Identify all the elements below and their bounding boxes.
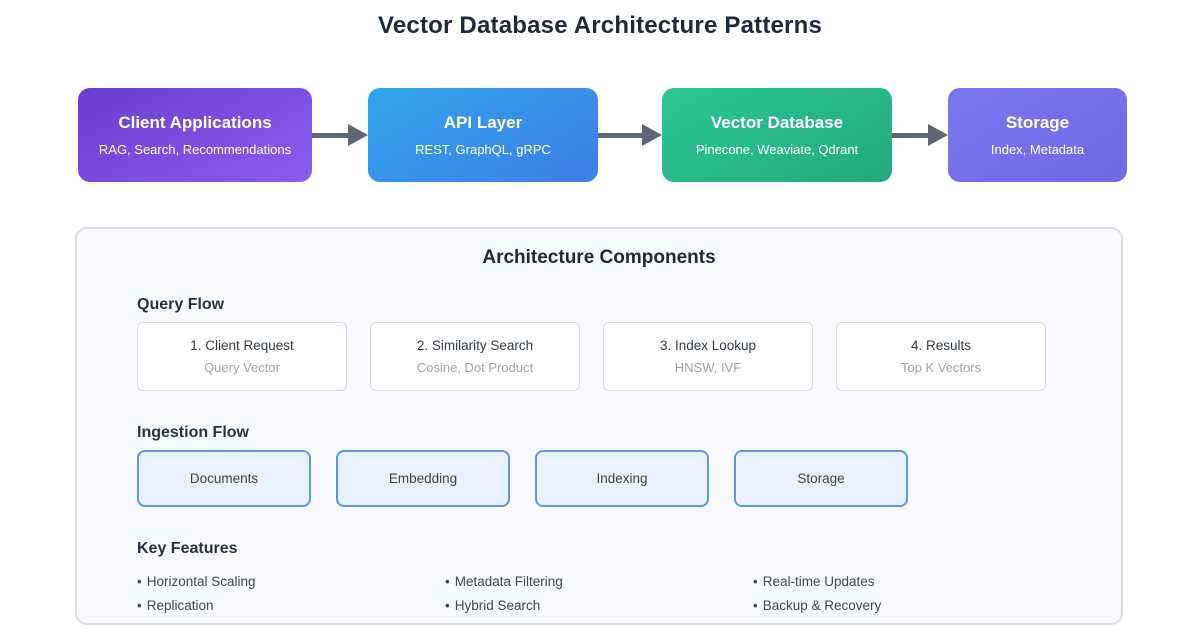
feature-item: • Horizontal Scaling <box>137 570 445 594</box>
ingestion-stage-card: Storage <box>734 450 908 507</box>
architecture-components-panel: Architecture Components Query Flow 1. Cl… <box>75 227 1123 625</box>
ingestion-stage-card: Embedding <box>336 450 510 507</box>
bullet-icon: • <box>445 574 450 589</box>
panel-title: Architecture Components <box>482 247 716 268</box>
flow-node-api-layer: API Layer REST, GraphQL, gRPC <box>368 88 598 182</box>
query-step-title: 2. Similarity Search <box>416 338 534 353</box>
feature-label: Replication <box>146 598 214 613</box>
flow-node-subtitle: REST, GraphQL, gRPC <box>415 142 551 157</box>
flow-node-title: Client Applications <box>118 113 272 132</box>
right-arrow-icon <box>598 124 662 146</box>
query-step-card: 4. Results Top K Vectors <box>836 322 1046 391</box>
query-step-title: 4. Results <box>910 338 972 353</box>
ingestion-stage-card: Indexing <box>535 450 709 507</box>
flow-node-title: Vector Database <box>710 113 844 132</box>
feature-item: • Replication <box>137 594 445 618</box>
feature-label: Horizontal Scaling <box>146 574 256 589</box>
bullet-icon: • <box>753 574 758 589</box>
arrow-shaft <box>598 133 646 138</box>
feature-label: Backup & Recovery <box>762 598 882 613</box>
feature-item: • Metadata Filtering <box>445 570 753 594</box>
query-step-title: 1. Client Request <box>190 338 294 353</box>
key-features-column: • Metadata Filtering • Hybrid Search <box>445 570 753 618</box>
flow-node-subtitle: Pinecone, Weaviate, Qdrant <box>695 142 859 157</box>
feature-item: • Hybrid Search <box>445 594 753 618</box>
page-title: Vector Database Architecture Patterns <box>377 12 823 39</box>
query-step-subtitle: Cosine, Dot Product <box>416 360 534 375</box>
arrow-shaft <box>312 133 352 138</box>
arrow-shaft <box>892 133 932 138</box>
query-flow-row: 1. Client Request Query Vector 2. Simila… <box>137 322 1061 391</box>
ingestion-stage-card: Documents <box>137 450 311 507</box>
flow-node-subtitle: Index, Metadata <box>990 142 1085 157</box>
bullet-icon: • <box>137 598 142 613</box>
right-arrow-icon <box>312 124 368 146</box>
key-features-column: • Horizontal Scaling • Replication <box>137 570 445 618</box>
query-step-card: 2. Similarity Search Cosine, Dot Product <box>370 322 580 391</box>
feature-label: Metadata Filtering <box>454 574 563 589</box>
query-step-card: 1. Client Request Query Vector <box>137 322 347 391</box>
flow-node-storage: Storage Index, Metadata <box>948 88 1127 182</box>
bullet-icon: • <box>753 598 758 613</box>
right-arrow-icon <box>892 124 948 146</box>
feature-item: • Real-time Updates <box>753 570 1061 594</box>
feature-label: Real-time Updates <box>762 574 875 589</box>
key-features-heading: Key Features <box>137 540 238 557</box>
feature-label: Hybrid Search <box>454 598 541 613</box>
bullet-icon: • <box>445 598 450 613</box>
bullet-icon: • <box>137 574 142 589</box>
query-step-card: 3. Index Lookup HNSW, IVF <box>603 322 813 391</box>
flow-node-vector-database: Vector Database Pinecone, Weaviate, Qdra… <box>662 88 892 182</box>
flow-node-subtitle: RAG, Search, Recommendations <box>98 142 292 157</box>
flow-node-client-applications: Client Applications RAG, Search, Recomme… <box>78 88 312 182</box>
flow-node-title: API Layer <box>443 113 523 132</box>
key-features-column: • Real-time Updates • Backup & Recovery <box>753 570 1061 618</box>
query-step-subtitle: Query Vector <box>204 360 280 375</box>
flow-node-title: Storage <box>1005 113 1070 132</box>
ingestion-flow-heading: Ingestion Flow <box>137 424 249 441</box>
key-features-grid: • Horizontal Scaling • Replication • Metada… <box>137 570 1061 618</box>
query-step-subtitle: Top K Vectors <box>900 360 982 375</box>
query-step-subtitle: HNSW, IVF <box>674 360 742 375</box>
feature-item: • Backup & Recovery <box>753 594 1061 618</box>
ingestion-flow-row: Documents Embedding Indexing Storage <box>137 450 1061 507</box>
arrow-head <box>348 124 368 146</box>
query-flow-heading: Query Flow <box>137 296 225 313</box>
query-step-title: 3. Index Lookup <box>659 338 757 353</box>
arrow-head <box>928 124 948 146</box>
arrow-head <box>642 124 662 146</box>
